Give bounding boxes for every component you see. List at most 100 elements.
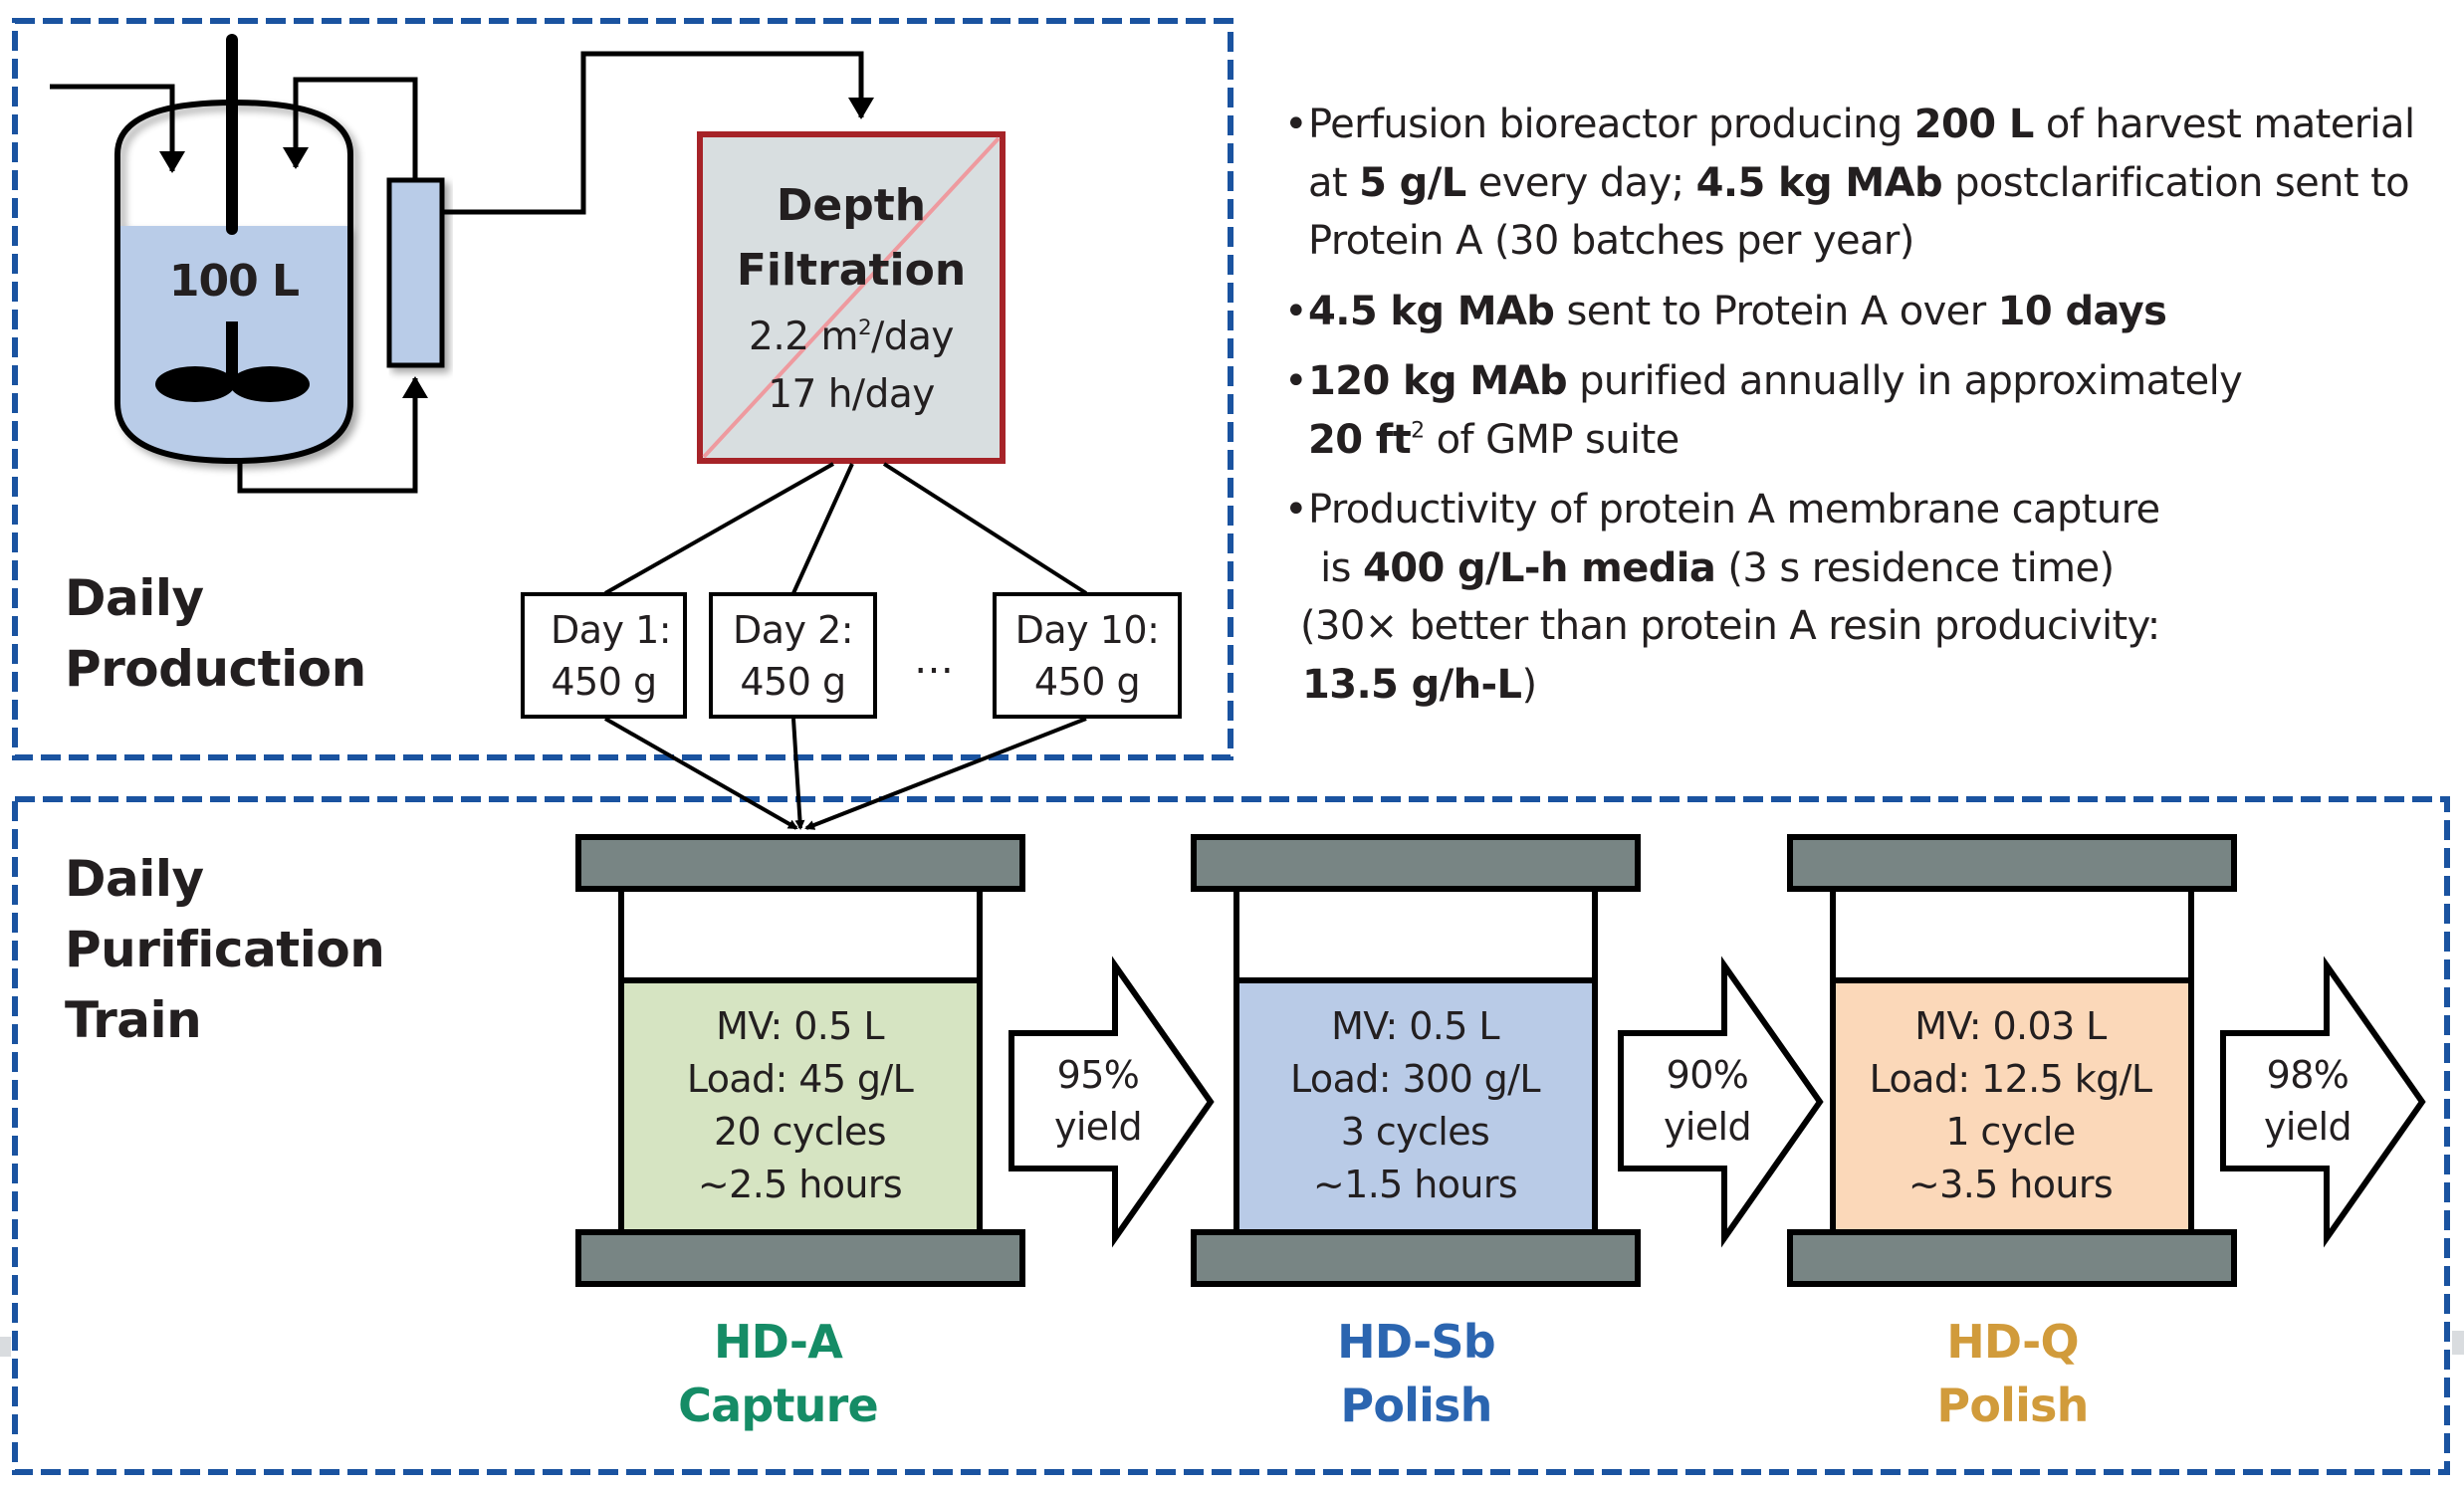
column-load: Load: 300 g/L [1290,1057,1541,1101]
purification-columns [575,834,2426,1287]
yield-percent: 90% [1666,1053,1749,1097]
column-name: HD-Sb [1337,1315,1495,1369]
column-time: ~1.5 hours [1312,1163,1518,1206]
column-role: Polish [1936,1379,2089,1432]
daily-purification-title-line3: Train [65,991,202,1049]
bullet-dot: • [1284,358,1308,404]
note-bullet-1: • Perfusion bioreactor producing 200 L o… [1284,96,2449,271]
yield-arrow-icon [1008,956,1215,1248]
column-packed-bed [618,977,983,1235]
reactor-vessel-outline [114,99,353,465]
note-text: of harvest material [2033,102,2415,147]
feed-inlet-line [50,84,185,173]
column-label: HD-A Capture [556,1310,1001,1437]
bullet-dot: • [1284,487,1308,532]
column-name: HD-Q [1946,1315,2079,1369]
yield-label: 90% yield [1653,1049,1762,1153]
recycle-inlet-line [283,77,418,179]
filter-to-day2-line [791,463,854,594]
yield-arrow-icon [2220,956,2426,1248]
note-text: is [1308,544,1363,591]
column-label: HD-Q Polish [1790,1310,2235,1437]
yield-word: yield [1053,1105,1143,1149]
day2-to-capture-line [791,718,805,830]
day-ellipsis: … [914,637,956,683]
note-text: every day; [1465,159,1696,206]
column-mv: MV: 0.03 L [1914,1004,2107,1048]
note-emphasis: 200 L [1913,102,2035,147]
note-emphasis: 4.5 kg MAb [1308,288,1555,334]
daily-production-title-line1: Daily [65,569,204,627]
column-cycles: 3 cycles [1340,1110,1490,1154]
yield-label: 95% yield [1043,1049,1153,1153]
bullet-dot: • [1284,288,1308,334]
column-headspace [1830,886,2194,983]
filter-area-spec: 2.2 m2/day [703,315,1000,359]
bioreactor-icon [50,34,445,494]
column-time: ~2.5 hours [697,1163,903,1206]
note-bullet-3: • 120 kg MAb purified annually in approx… [1284,352,2449,469]
yield-arrow-icon [1618,956,1824,1248]
column-specs: MV: 0.5 L Load: 45 g/L 20 cycles ~2.5 ho… [622,1000,978,1211]
note-text: of GMP suite [1424,416,1680,463]
note-emphasis: 120 kg MAb [1308,358,1568,404]
yield-label: 98% yield [2253,1049,2362,1153]
process-notes: • Perfusion bioreactor producing 200 L o… [1284,96,2449,726]
column-top-cap [1787,834,2237,892]
daily-purification-title-line1: Daily [65,850,204,908]
note-text: Protein A (30 batches per year) [1308,218,1914,264]
note-text: purified annually in approximately [1566,358,2243,404]
column-headspace [618,886,983,983]
filter-to-day1-line [604,462,834,595]
day-label: Day 2: [732,607,854,652]
filter-to-day10-line [882,462,1088,595]
reactor-outlet-line [237,376,428,494]
column-bottom-cap [1191,1229,1641,1287]
edge-artifact-right [2452,1331,2464,1355]
column-specs: MV: 0.03 L Load: 12.5 kg/L 1 cycle ~3.5 … [1833,1000,2188,1211]
column-name: HD-A [713,1315,843,1369]
note-text: Productivity of protein A membrane captu… [1308,487,2160,532]
column-mv: MV: 0.5 L [1331,1004,1499,1048]
note-bullet-2: • 4.5 kg MAb sent to Protein A over 10 d… [1284,283,2449,341]
day-label: Day 1: [550,607,672,652]
note-text: (3 s residence time) [1715,544,2115,591]
column-packed-bed [1233,977,1598,1235]
daily-purification-section-border [12,796,2450,1475]
impeller-blade-left [155,366,235,402]
column-top-cap [575,834,1025,892]
yield-percent: 95% [1056,1053,1140,1097]
filter-area-unit: /day [871,315,954,359]
reactor-volume-label: 100 L [168,256,300,307]
day-box-1: Day 1: 450 g [521,592,687,719]
edge-artifact-left [0,1337,11,1357]
note-text: ) [1521,661,1537,708]
filter-area-value: 2.2 m [749,315,858,359]
column-role: Polish [1340,1379,1492,1432]
bullet-dot: • [1284,102,1308,147]
column-cycles: 1 cycle [1945,1110,2076,1154]
yield-word: yield [2263,1105,2352,1149]
filter-time-spec: 17 h/day [768,372,935,417]
day1-to-capture-line [604,717,798,830]
column-bottom-cap [575,1229,1025,1287]
day-label: Day 10: [1014,607,1160,652]
note-text: postclarification sent to [1941,159,2410,206]
depth-filter-icon [697,131,1006,464]
day10-to-capture-line [804,717,1087,830]
column-bottom-cap [1787,1229,2237,1287]
column-time: ~3.5 hours [1907,1163,2114,1206]
day-box-2: Day 2: 450 g [709,592,877,719]
yield-word: yield [1663,1105,1752,1149]
note-emphasis: 5 g/L [1359,159,1466,206]
note-bullet-4: • Productivity of protein A membrane cap… [1284,481,2449,714]
filter-area-sup: 2 [857,316,872,340]
filter-title-line1: Depth [776,180,927,231]
note-text: (30× better than protein A resin produci… [1300,603,2160,649]
note-emphasis: 20 ft [1308,416,1412,463]
column-load: Load: 45 g/L [686,1057,914,1101]
day-amount: 450 g [1033,659,1141,704]
column-role: Capture [678,1379,879,1432]
harvest-line [443,51,874,215]
